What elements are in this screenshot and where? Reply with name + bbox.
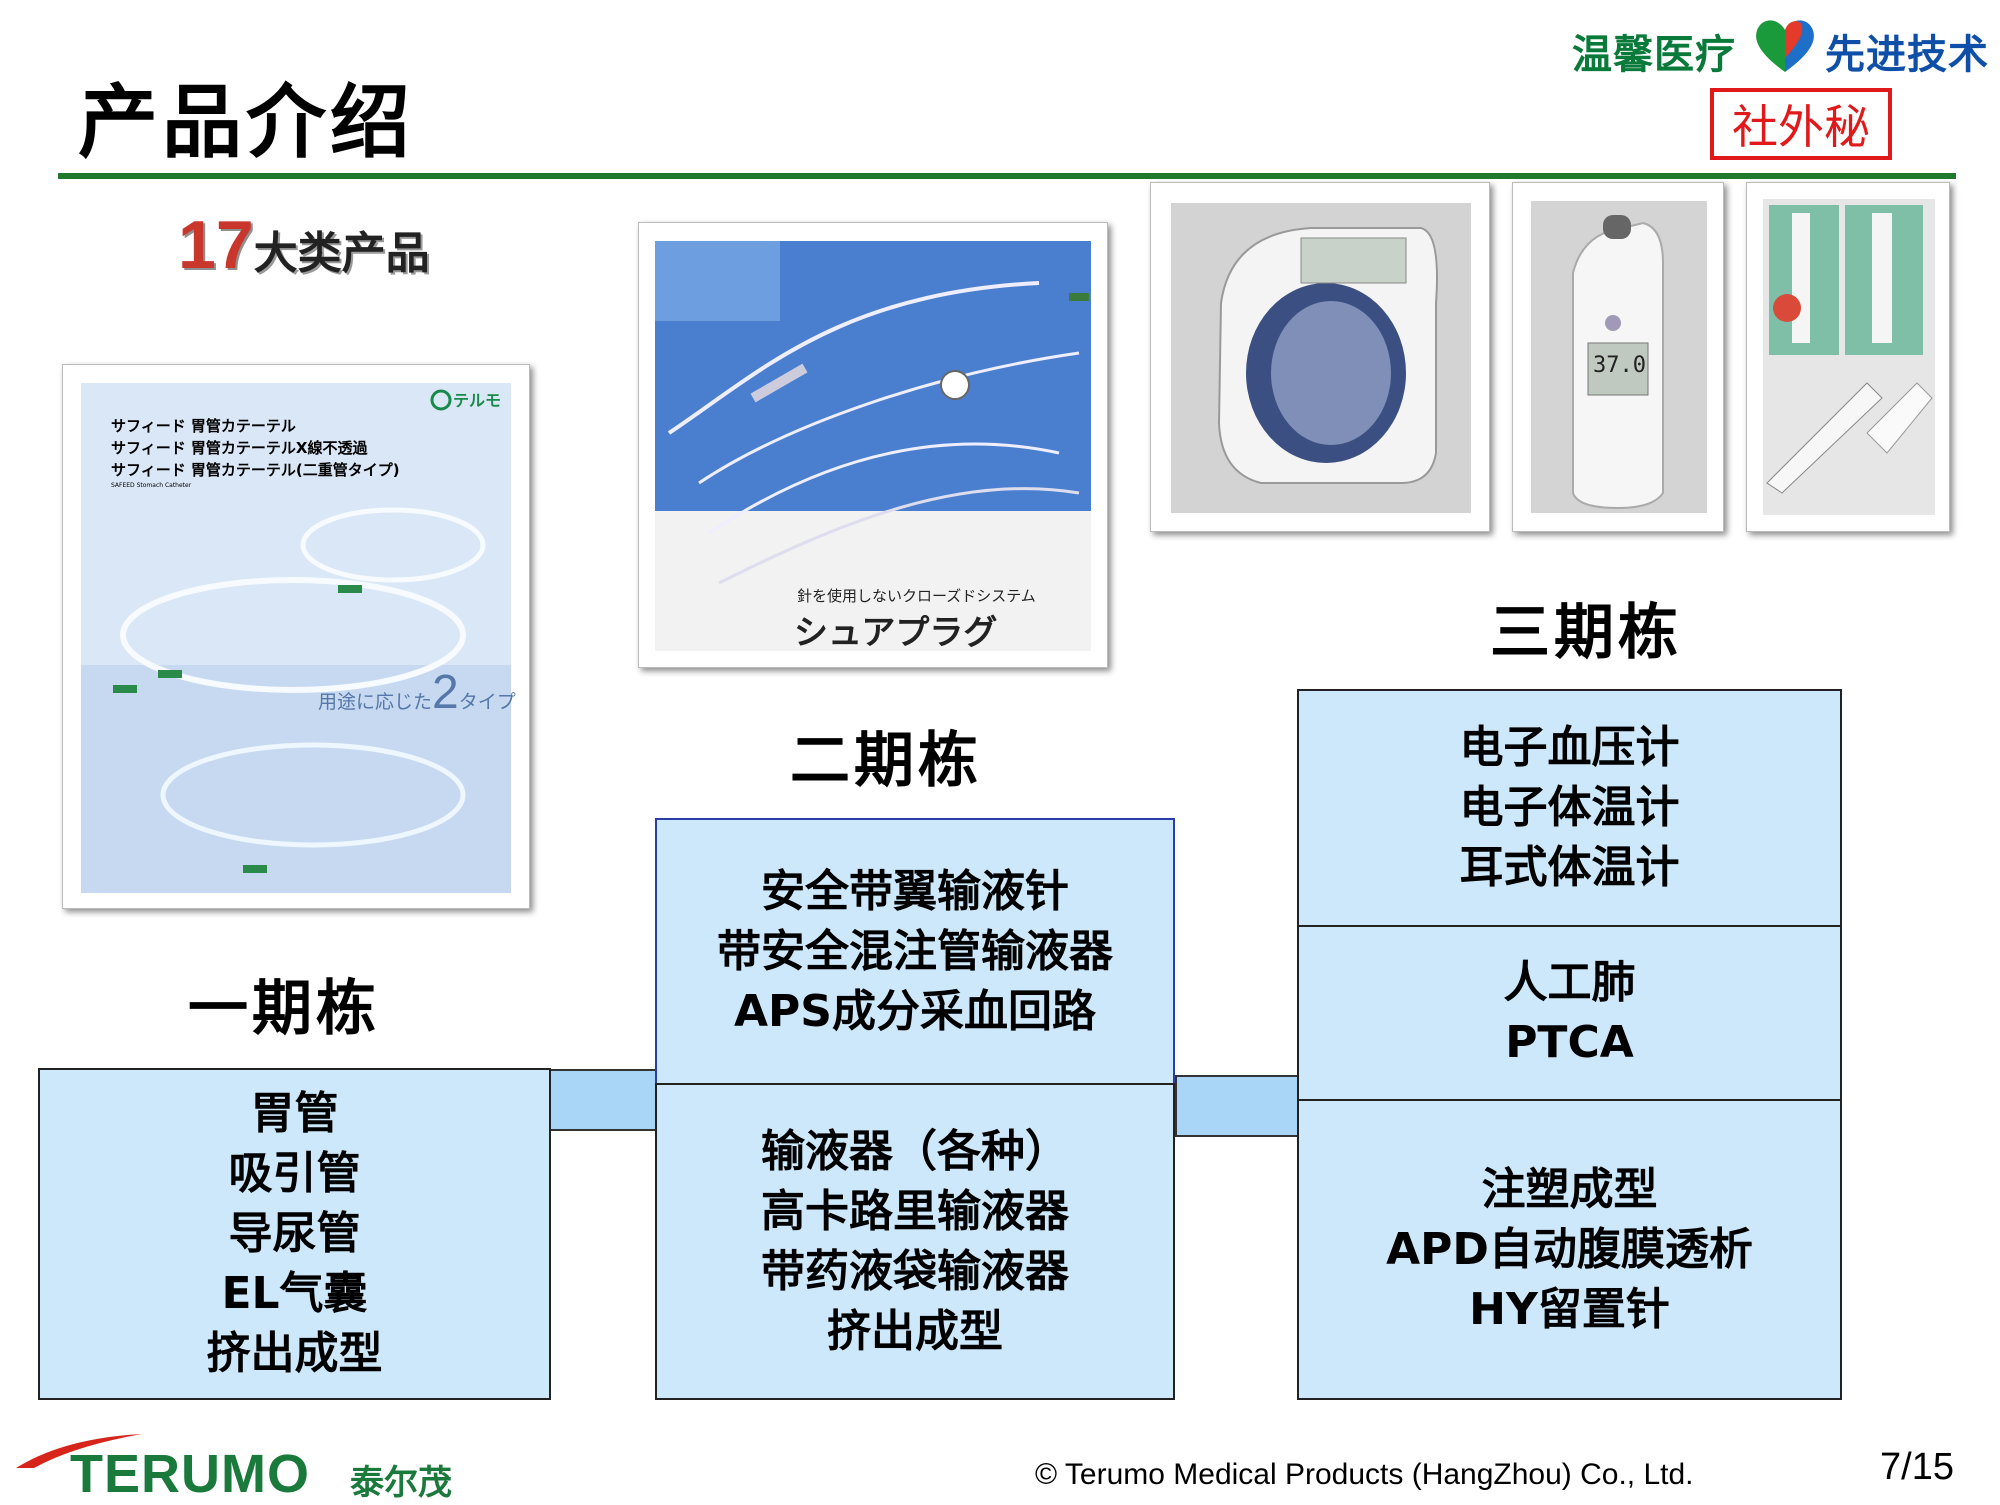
phase-one-label: 一期栋 (188, 974, 380, 1044)
catalog-subtitle: SAFEED Stomach Catheter (111, 482, 192, 489)
sureplug-tagline: 針を使用しないクローズドシステム (797, 587, 1036, 605)
phase-two-bottom-item: 高卡路里输液器 (761, 1185, 1069, 1237)
catalog-brand: テルモ (453, 391, 502, 410)
phase-three-label: 三期栋 (1490, 598, 1682, 668)
confidential-stamp: 社外秘 (1710, 88, 1892, 160)
phase-one-item: 胃管 (250, 1088, 339, 1139)
phase-two-top-item: 带安全混注管输液器 (717, 925, 1113, 977)
phase-one-item: 导尿管 (228, 1208, 361, 1259)
page-title: 产品介绍 (78, 76, 414, 169)
phase-two-label: 二期栋 (790, 726, 982, 796)
phase-three-middle-item: 人工肺 (1503, 957, 1636, 1008)
header-rule (58, 173, 1956, 179)
phase-one-products: 胃管 吸引管 导尿管 EL气囊 挤出成型 (38, 1068, 551, 1400)
phase-two-bottom-item: 带药液袋输液器 (761, 1245, 1069, 1297)
phase-three-top-item: 电子血压计 (1459, 722, 1680, 773)
photo-blood-pressure-monitor (1150, 182, 1490, 532)
phase-three-top-item: 电子体温计 (1459, 782, 1680, 833)
phase-two-bottom-item: 输液器（各种） (761, 1125, 1069, 1177)
phase-two-bottom-products: 输液器（各种） 高卡路里输液器 带药液袋输液器 挤出成型 (655, 1083, 1175, 1400)
phase-two-top-products: 安全带翼输液针 带安全混注管输液器 APS成分采血回路 (655, 818, 1175, 1085)
catalog-line-3: サフィード 胃管カテーテル(二重管タイプ) (111, 461, 400, 479)
phase-three-bottom-item: APD自动腹膜透析 (1386, 1223, 1753, 1275)
photo-ear-thermometer: 37.0 (1512, 182, 1724, 532)
thermometer-display: 37.0 (1593, 353, 1646, 378)
photo-digital-thermometers (1746, 182, 1950, 532)
product-count-number: 17 (178, 207, 254, 283)
phase-one-item: 挤出成型 (206, 1328, 383, 1379)
product-count: 17大类产品 (178, 206, 430, 284)
catalog-photo-sureplug: 針を使用しないクローズドシステム シュアプラグ (638, 222, 1108, 668)
product-count-label: 大类产品 (253, 228, 430, 279)
catalog-photo-stomach-catheter: テルモ サフィード 胃管カテーテル サフィード 胃管カテーテルX線不透過 サフィ… (62, 364, 530, 909)
connector-one-two (549, 1069, 659, 1131)
company-logo: TERUMO (70, 1444, 310, 1504)
phase-three-middle-item: PTCA (1505, 1017, 1634, 1068)
slogan-right: 先进技术 (1825, 32, 1989, 78)
copyright: © Terumo Medical Products (HangZhou) Co.… (1035, 1458, 1694, 1491)
phase-one-item: EL气囊 (221, 1268, 368, 1319)
connector-two-three (1175, 1075, 1299, 1137)
catalog-caption: 用途に応じた2タイプ (318, 665, 516, 720)
phase-three-middle-products: 人工肺 PTCA (1297, 925, 1842, 1101)
heart-logo-icon (1750, 14, 1820, 80)
page-number: 7/15 (1880, 1446, 1954, 1488)
phase-three-top-products: 电子血压计 电子体温计 耳式体温计 (1297, 689, 1842, 927)
phase-three-top-item: 耳式体温计 (1459, 842, 1680, 893)
phase-two-bottom-item: 挤出成型 (827, 1305, 1003, 1357)
phase-three-bottom-item: 注塑成型 (1481, 1163, 1658, 1215)
phase-two-top-item: APS成分采血回路 (734, 985, 1096, 1037)
phase-two-top-item: 安全带翼输液针 (761, 865, 1069, 917)
phase-three-bottom-products: 注塑成型 APD自动腹膜透析 HY留置针 (1297, 1099, 1842, 1400)
sureplug-product-name: シュアプラグ (794, 613, 998, 653)
caption-a: 用途に応じた (318, 691, 433, 713)
caption-num: 2 (432, 666, 459, 719)
company-logo-cn: 泰尔茂 (350, 1463, 452, 1503)
terumo-swoosh-icon (14, 1430, 144, 1474)
catalog-heading: サフィード 胃管カテーテル サフィード 胃管カテーテルX線不透過 サフィード 胃… (111, 415, 400, 491)
catalog-line-1: サフィード 胃管カテーテル (111, 417, 296, 435)
catalog-line-2: サフィード 胃管カテーテルX線不透過 (111, 439, 368, 457)
phase-one-item: 吸引管 (228, 1148, 361, 1199)
caption-b: タイプ (458, 691, 516, 713)
phase-three-bottom-item: HY留置针 (1469, 1283, 1670, 1335)
slogan-left: 温馨医疗 (1572, 32, 1736, 78)
